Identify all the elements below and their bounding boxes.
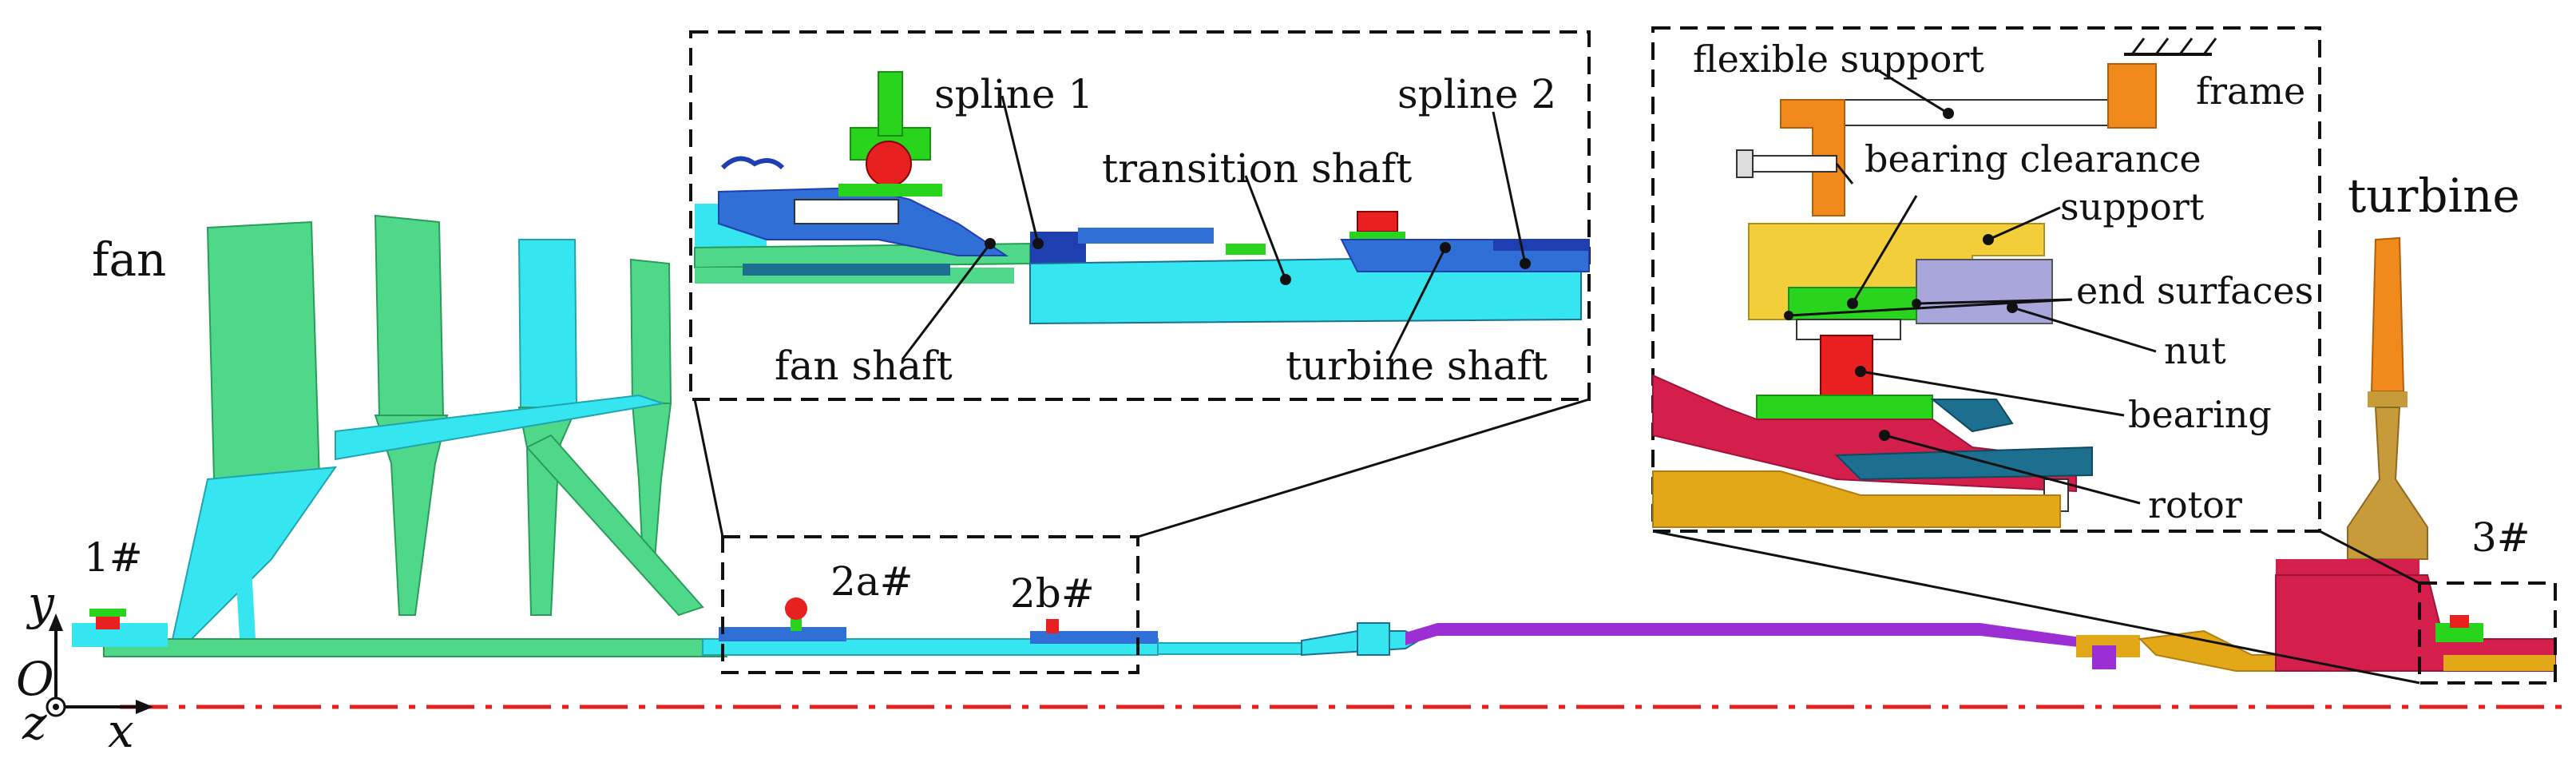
inset-right-drawing (1652, 38, 2217, 528)
label-node-3: 3# (2471, 514, 2530, 561)
inset-right-frame (1651, 26, 2321, 533)
zoom-box-3 (2418, 581, 2557, 685)
label-transition-shaft: transition shaft (1102, 145, 1412, 192)
label-node-2b: 2b# (1010, 570, 1095, 617)
label-support: support (2060, 185, 2205, 228)
zoom-line-right-b (2319, 530, 2420, 585)
label-turbine-shaft: turbine shaft (1286, 343, 1548, 389)
label-fan: fan (92, 232, 166, 287)
zoom-box-2 (721, 535, 1139, 674)
zoom-line-left-b (1137, 398, 1590, 538)
inset-left-frame (689, 30, 1591, 401)
axis-y-label: y (26, 576, 55, 630)
label-nut: nut (2164, 329, 2226, 372)
label-node-1: 1# (84, 534, 143, 581)
fan-assembly (72, 214, 727, 657)
inset-left-drawing (694, 71, 1590, 325)
coordinate-system: y x z O (16, 576, 153, 758)
label-spline-1: spline 1 (934, 71, 1093, 117)
origin-label: O (16, 652, 54, 706)
label-spline-2: spline 2 (1397, 71, 1556, 117)
fan-blade-3 (517, 239, 578, 408)
fan-blade-1 (206, 220, 321, 480)
label-turbine: turbine (2348, 169, 2520, 223)
turbine-assembly (2275, 236, 2556, 672)
main-shafts (702, 597, 2356, 672)
label-bearing: bearing (2128, 393, 2272, 436)
label-bearing-clearance: bearing clearance (1865, 137, 2201, 181)
label-frame: frame (2196, 69, 2305, 113)
axis-x-label: x (108, 704, 134, 758)
fan-blade-4 (629, 258, 672, 404)
label-rotor: rotor (2148, 483, 2242, 526)
turbine-blade (2370, 236, 2405, 392)
fan-blade-2 (374, 214, 445, 416)
axis-z-label: z (22, 696, 47, 750)
label-fan-shaft: fan shaft (775, 343, 953, 389)
label-end-surfaces: end surfaces (2076, 269, 2313, 312)
label-flexible-support: flexible support (1693, 38, 1984, 81)
label-node-2a: 2a# (830, 558, 913, 605)
zoom-line-left-a (693, 399, 724, 538)
zoom-line-right-a (1652, 530, 2420, 685)
